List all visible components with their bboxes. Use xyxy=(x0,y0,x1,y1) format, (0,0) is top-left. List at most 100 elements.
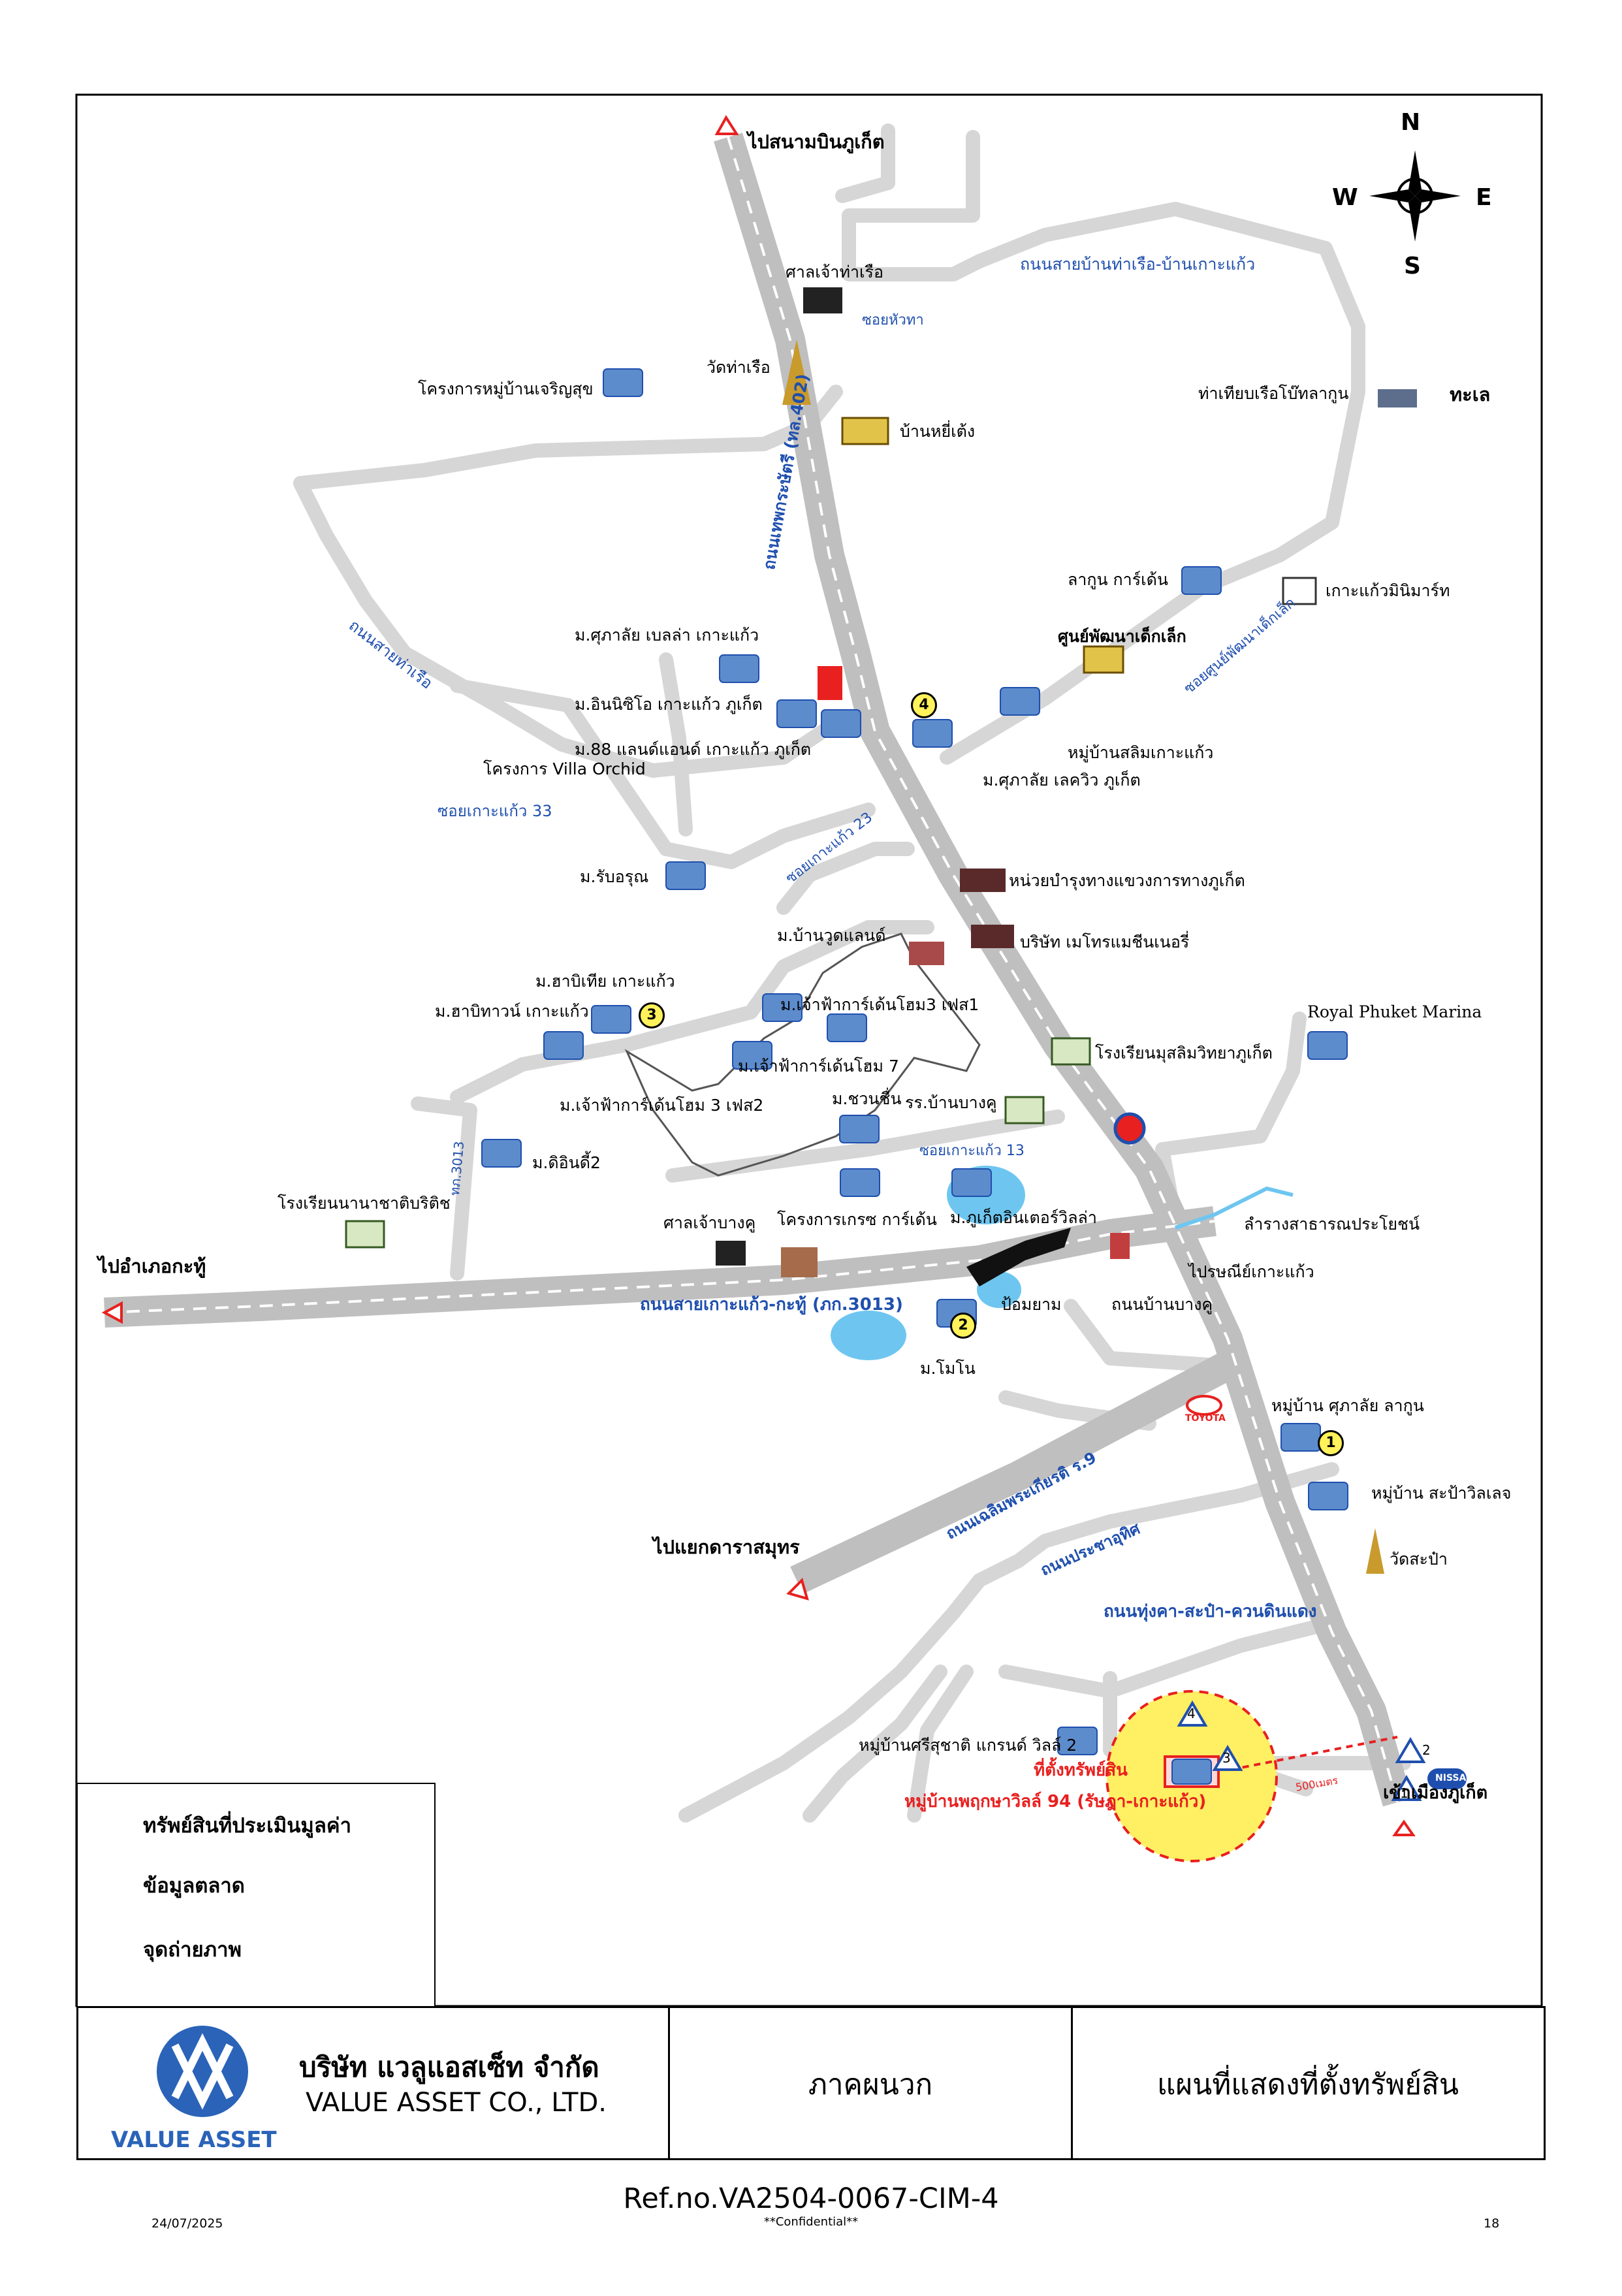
shrine-icon xyxy=(803,287,842,313)
school-icon xyxy=(345,1220,385,1249)
arrow-airport xyxy=(714,115,739,135)
arrow-kathu xyxy=(101,1301,123,1324)
label-chuan-chuen: ม.ชวนชื่น xyxy=(832,1089,902,1108)
label-child-center: ศูนย์พัฒนาเด็กเล็ก xyxy=(1058,627,1186,646)
label-shrine-bangku: ศาลเจ้าบางคู xyxy=(663,1213,756,1232)
child-center-icon xyxy=(1083,645,1124,674)
building-icon xyxy=(781,1247,818,1277)
map-title-cell: แผนที่แสดงที่ตั้งทรัพย์สิน xyxy=(1071,2008,1543,2158)
village-icon xyxy=(591,1005,631,1034)
school-icon xyxy=(1051,1037,1091,1066)
confidential-note: **Confidential** xyxy=(763,2215,859,2229)
village-icon xyxy=(827,1013,867,1042)
label-srisuchat: หมู่บ้านศรีสุชาติ แกรนด์ วิลล์ 2 xyxy=(859,1736,1077,1755)
office-icon xyxy=(960,869,1006,892)
road-v1 xyxy=(659,652,693,837)
label-habitia: ม.ฮาบิเทีย เกาะแก้ว xyxy=(535,972,675,991)
label-highway-office: หน่วยบำรุงทางแขวงการทางภูเก็ต xyxy=(1009,871,1245,890)
road-sub2 xyxy=(907,1665,974,1823)
photo-point-icon xyxy=(1212,1745,1243,1771)
label-lagoon-garden: ลากูน การ์เด้น xyxy=(1068,570,1169,589)
road-tharuea-kokaew xyxy=(842,130,1365,765)
legend-market-label: ข้อมูลตลาด xyxy=(143,1874,245,1898)
village-icon xyxy=(603,368,643,397)
photo-point-icon xyxy=(1395,1737,1426,1763)
village-icon xyxy=(762,993,803,1022)
road-thungkha xyxy=(998,1619,1326,1698)
road-tharuea-sai xyxy=(293,476,850,778)
landmark-icons xyxy=(345,287,1467,1789)
market-marker-4: 4 xyxy=(911,692,937,718)
label-bangku-school: รร.บ้านบางคู xyxy=(905,1093,997,1112)
label-soi13: ซอยเกาะแก้ว 13 xyxy=(919,1143,1025,1159)
village-icon xyxy=(821,709,861,738)
road-habitown xyxy=(450,920,934,1104)
bridge-shape xyxy=(966,1228,1071,1286)
road-top-branch xyxy=(835,123,895,203)
appendix-cell: ภาคผนวก xyxy=(668,2008,1071,2158)
company-name-en: VALUE ASSET CO., LTD. xyxy=(306,2088,607,2118)
toyota-icon xyxy=(1186,1395,1222,1416)
label-kaset-garden: โครงการเกรซ การ์เด้น xyxy=(777,1210,937,1229)
label-sapam-village: หมู่บ้าน สะป้าวิลเลจ xyxy=(1371,1484,1512,1503)
village-icon xyxy=(1057,1727,1098,1755)
label-to-kathu: ไปอำเภอกะทู้ xyxy=(98,1255,206,1277)
village-icon xyxy=(1171,1759,1212,1785)
label-to-darasamut: ไปแยกดาราสมุทร xyxy=(653,1536,800,1558)
shrine-icon xyxy=(716,1241,746,1266)
label-intl-school: โรงเรียนนานาชาติบริติช xyxy=(278,1194,451,1213)
house-icon xyxy=(841,417,889,445)
post-office-icon xyxy=(1110,1233,1130,1259)
label-subject-name: หมู่บ้านพฤกษาวิลล์ 94 (รัษฎา-เกาะแก้ว) xyxy=(904,1792,1207,1811)
village-icon xyxy=(776,699,817,728)
office-icon xyxy=(971,925,1014,948)
label-rapporn: ม.รับอรุณ xyxy=(580,867,649,886)
label-toyota: TOYOTA xyxy=(1185,1413,1226,1424)
appendix-title: ภาคผนวก xyxy=(808,2068,933,2101)
village-icon xyxy=(1280,1423,1321,1452)
company-name-th: บริษัท แวลูแอสเซ็ท จำกัด xyxy=(299,2051,599,2083)
temple-icon xyxy=(782,340,811,405)
label-to-airport: ไปสนามบินภูเก็ต xyxy=(748,131,885,153)
canal xyxy=(1175,1186,1294,1230)
label-monoe: ม.โมโน xyxy=(920,1359,976,1378)
label-kokaew-minimart: เกาะแก้วมินิมาร์ท xyxy=(1326,581,1450,600)
arrow-city xyxy=(1392,1819,1416,1836)
destination-arrows xyxy=(101,115,1416,1836)
legend-photo-label: จุดถ่ายภาพ xyxy=(143,1938,242,1962)
label-road-kokaew-kathu: ถนนสายเกาะแก้ว-กะทู้ (ภก.3013) xyxy=(640,1295,903,1315)
road-chalerm xyxy=(790,1345,1248,1594)
photo-point-icons xyxy=(1177,1700,1426,1801)
village-icon xyxy=(719,654,759,683)
label-metro: บริษัท เมโทรแมชีนเนอรี่ xyxy=(1020,933,1190,951)
boat-icon xyxy=(1378,389,1417,407)
village-icon xyxy=(840,1168,880,1197)
label-post-office: ไปรษณีย์เกาะแก้ว xyxy=(1188,1262,1314,1281)
school-icon xyxy=(1004,1096,1045,1124)
road-sub1 xyxy=(803,1665,947,1823)
village-boundaries xyxy=(624,933,981,1177)
label-supalai-bella: ม.ศุภาลัย เบลล่า เกาะแก้ว xyxy=(575,626,759,645)
label-ban-woodland: ม.บ้านวูดแลนด์ xyxy=(777,926,886,945)
label-shrine-tharuea: ศาลเจ้าท่าเรือ xyxy=(786,263,883,281)
market-marker-1: 1 xyxy=(1318,1430,1344,1456)
label-salim: หมู่บ้านสลิมเกาะแก้ว xyxy=(1068,743,1214,762)
label-public-canal: ลำรางสาธารณประโยชน์ xyxy=(1244,1215,1420,1234)
label-supalai-lagoon: หมู่บ้าน ศุภาลัย ลากูน xyxy=(1271,1396,1424,1415)
label-nissan: NISSAN xyxy=(1435,1773,1474,1783)
label-bang-ku-road: ถนนบ้านบางคู xyxy=(1111,1295,1213,1314)
label-ban-yiten: บ้านหยี่เต้ง xyxy=(900,422,976,441)
temple-icon xyxy=(1366,1528,1384,1574)
village-icons xyxy=(481,368,1348,1785)
label-wat-tharuea: วัดท่าเรือ xyxy=(707,358,771,377)
label-royal-marina: Royal Phuket Marina xyxy=(1307,1002,1482,1021)
label-wat-sapam: วัดสะป๋า xyxy=(1390,1550,1448,1569)
village-icon xyxy=(1000,687,1040,716)
map-title: แผนที่แสดงที่ตั้งทรัพย์สิน xyxy=(1157,2068,1459,2101)
label-subject-site: ที่ตั้งทรัพย์สิน xyxy=(1034,1761,1128,1780)
reference-number: Ref.no.VA2504-0067-CIM-4 xyxy=(623,2182,999,2215)
road-3013-north xyxy=(411,1096,477,1281)
distance-line xyxy=(1230,1736,1398,1771)
compass-s: S xyxy=(1404,253,1421,279)
